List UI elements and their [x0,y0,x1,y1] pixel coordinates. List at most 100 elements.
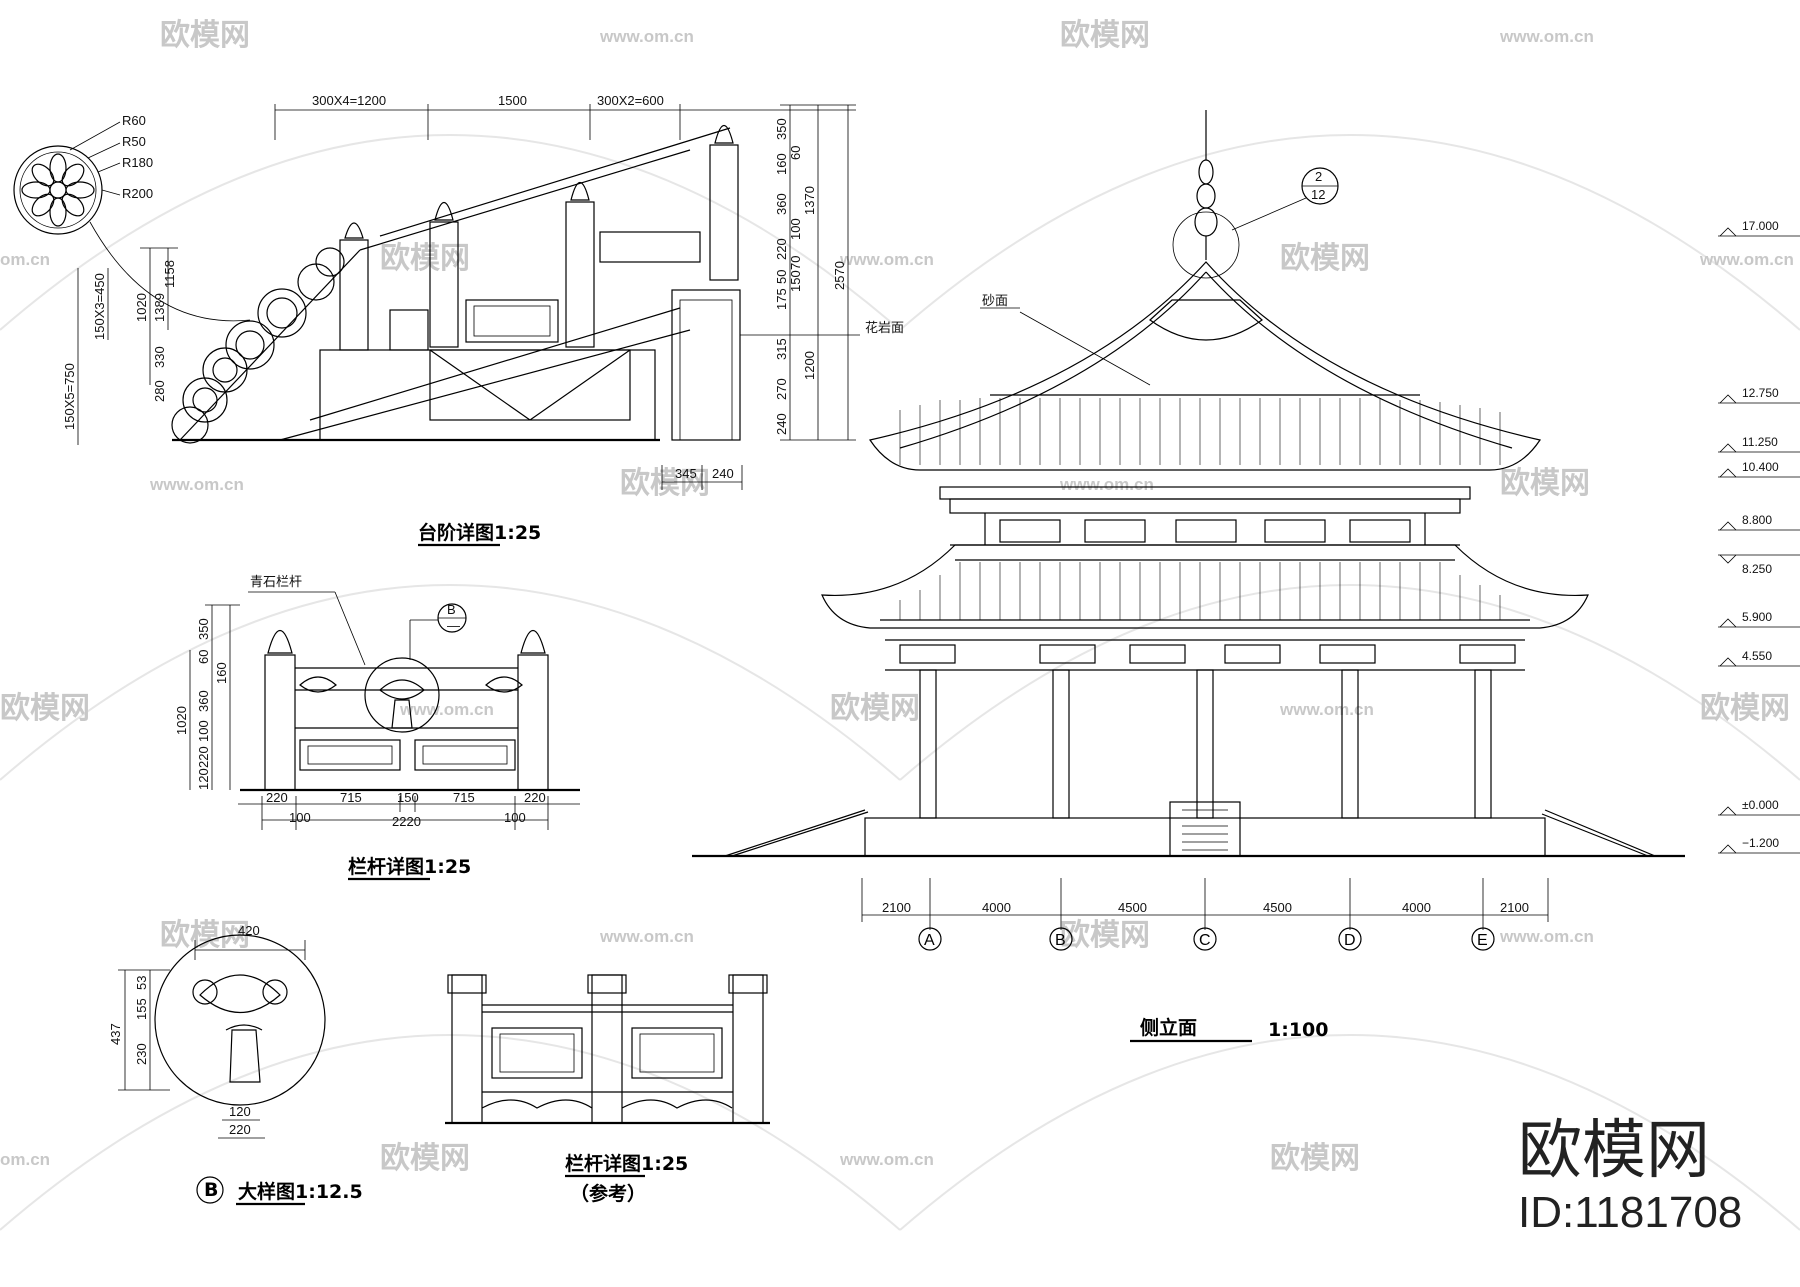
svg-text:60: 60 [196,650,211,664]
svg-text:2100: 2100 [1500,900,1529,915]
svg-text:4000: 4000 [1402,900,1431,915]
svg-text:220: 220 [524,790,546,805]
svg-text:om.cn: om.cn [0,250,50,269]
svg-text:315: 315 [774,338,789,360]
svg-text:欧模网: 欧模网 [1060,918,1150,953]
svg-text:欧模网: 欧模网 [380,1141,470,1176]
svg-text:欧模网: 欧模网 [1270,1141,1360,1176]
brand-id: ID:1181708 [1518,1188,1742,1237]
svg-text:www.om.cn: www.om.cn [839,1150,934,1169]
stair-detail: R60 R50 R180 R200 [13,93,904,547]
svg-text:1370: 1370 [802,186,817,215]
svg-text:12.750: 12.750 [1742,386,1779,400]
svg-text:欧模网: 欧模网 [830,691,920,726]
svg-text:R50: R50 [122,134,146,149]
svg-text:220: 220 [774,238,789,260]
svg-text:R60: R60 [122,113,146,128]
svg-text:−1.200: −1.200 [1742,836,1779,850]
svg-text:280: 280 [152,380,167,402]
rosette-icon [13,145,103,235]
svg-text:270: 270 [774,378,789,400]
svg-text:8.250: 8.250 [1742,562,1772,576]
svg-text:100: 100 [196,720,211,742]
upper-brackets [939,486,1471,546]
lower-roof [821,544,1589,629]
svg-text:1500: 1500 [498,93,527,108]
svg-text:100: 100 [504,810,526,825]
svg-text:砂面: 砂面 [982,293,1008,308]
svg-text:155: 155 [134,998,149,1020]
svg-text:花岩面: 花岩面 [865,320,904,335]
svg-text:120: 120 [196,768,211,790]
svg-text:70: 70 [788,256,803,270]
svg-text:www.om.cn: www.om.cn [1499,927,1594,946]
svg-text:±0.000: ±0.000 [1742,798,1779,812]
svg-text:1389: 1389 [152,293,167,322]
svg-text:220: 220 [196,746,211,768]
brand-block: 欧模网 ID:1181708 [1518,1114,1742,1237]
svg-text:150X3=450: 150X3=450 [92,273,107,340]
svg-text:300X2=600: 300X2=600 [597,93,664,108]
svg-text:欧模网: 欧模网 [380,241,470,276]
svg-text:R180: R180 [122,155,153,170]
svg-text:50: 50 [774,270,789,284]
stair-posts [339,124,741,441]
svg-text:B: B [447,602,456,617]
svg-text:60: 60 [788,146,803,160]
svg-text:715: 715 [453,790,475,805]
background-arcs [0,134,1800,1231]
svg-text:欧模网: 欧模网 [160,18,250,53]
svg-text:欧模网: 欧模网 [0,691,90,726]
bay-dimension-line [861,878,1549,930]
svg-text:www.om.cn: www.om.cn [399,700,494,719]
brand-name: 欧模网 [1518,1114,1710,1188]
svg-text:www.om.cn: www.om.cn [1699,250,1794,269]
railing-detail: 青石栏杆 B — 350 60 160 360 1020 100 220 120 [174,574,580,881]
level-markers [1718,227,1800,854]
lower-roof-tiles [899,562,1501,620]
svg-text:om.cn: om.cn [0,1150,50,1169]
stair-detail-title: 台阶详图1:25 [418,521,541,544]
platform-base [692,801,1685,858]
reference-railing: 栏杆详图1:25 （参考） [445,974,770,1205]
upper-roof [869,261,1541,471]
svg-text:240: 240 [774,413,789,435]
svg-text:欧模网: 欧模网 [1060,18,1150,53]
svg-text:11.250: 11.250 [1742,435,1778,449]
svg-text:2220: 2220 [392,814,421,829]
svg-text:www.om.cn: www.om.cn [149,475,244,494]
svg-text:A: A [924,932,935,949]
svg-text:欧模网: 欧模网 [1280,241,1370,276]
svg-text:欧模网: 欧模网 [620,466,710,501]
svg-text:www.om.cn: www.om.cn [1059,475,1154,494]
svg-text:1:100: 1:100 [1268,1019,1328,1041]
b-detail: 420 437 53 155 230 120 220 B 大样图1:12.5 [108,923,363,1206]
svg-text:230: 230 [134,1043,149,1065]
svg-text:2570: 2570 [832,261,847,290]
svg-text:www.om.cn: www.om.cn [599,27,694,46]
svg-text:350: 350 [774,118,789,140]
svg-text:360: 360 [774,193,789,215]
svg-text:4.550: 4.550 [1742,649,1772,663]
svg-text:150: 150 [788,270,803,292]
svg-text:240: 240 [712,466,734,481]
svg-text:150X5=750: 150X5=750 [62,363,77,430]
svg-text:17.000: 17.000 [1742,219,1779,233]
lower-brackets [885,639,1525,671]
svg-text:1158: 1158 [162,260,177,288]
svg-text:350: 350 [196,618,211,640]
svg-text:1020: 1020 [134,293,149,322]
svg-text:345: 345 [675,466,697,481]
svg-text:青石栏杆: 青石栏杆 [250,574,302,589]
svg-text:R200: R200 [122,186,153,201]
svg-text:4500: 4500 [1118,900,1147,915]
svg-text:100: 100 [289,810,311,825]
svg-text:360: 360 [196,690,211,712]
svg-text:160: 160 [774,153,789,175]
svg-text:www.om.cn: www.om.cn [839,250,934,269]
svg-text:12: 12 [1311,187,1325,202]
svg-text:www.om.cn: www.om.cn [1279,700,1374,719]
svg-text:330: 330 [152,346,167,368]
svg-text:175: 175 [774,288,789,310]
